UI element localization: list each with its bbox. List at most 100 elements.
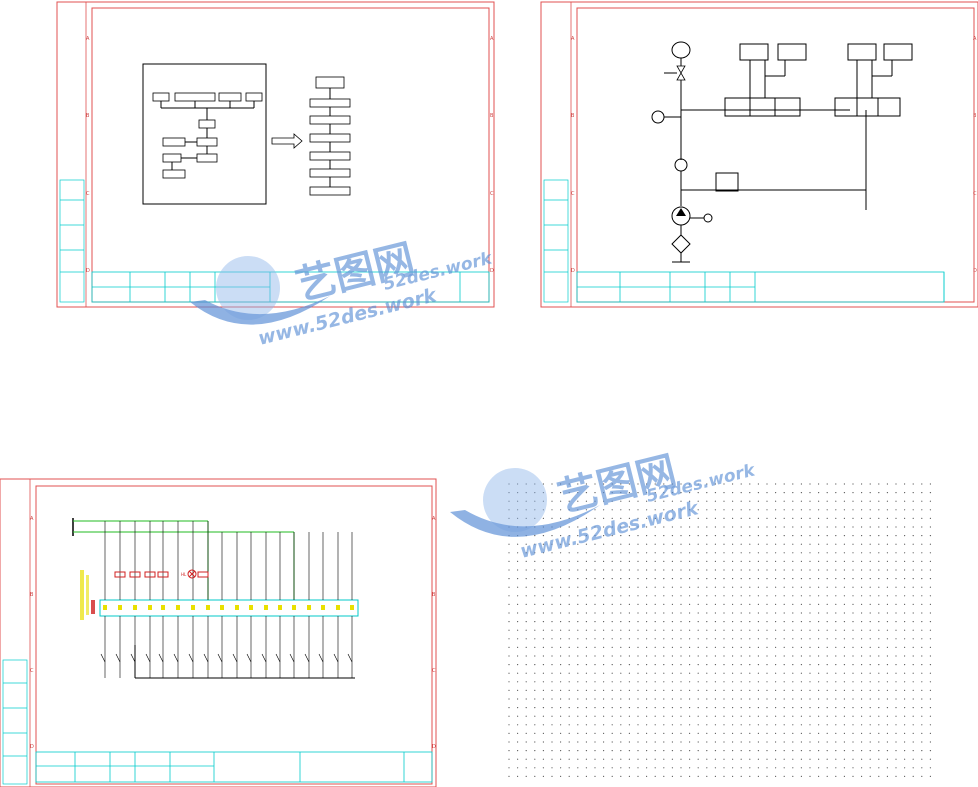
grid-dot	[757, 638, 760, 640]
grid-dot	[775, 603, 777, 606]
grid-dot	[732, 578, 734, 580]
grid-dot	[740, 552, 742, 554]
grid-dot	[637, 707, 639, 709]
grid-dot	[740, 724, 742, 726]
grid-dot	[663, 750, 665, 752]
grid-dot	[689, 758, 691, 760]
grid-dot	[818, 612, 820, 614]
grid-dot	[654, 707, 656, 709]
grid-dot	[723, 595, 725, 597]
grid-dot	[783, 724, 785, 726]
grid-dot	[577, 724, 579, 726]
grid-letter: A	[571, 36, 575, 42]
grid-dot	[921, 775, 923, 778]
grid-dot	[525, 672, 527, 674]
grid-dot	[603, 681, 605, 683]
grid-dot	[929, 775, 932, 778]
grid-dot	[671, 500, 674, 502]
grid-dot	[766, 672, 768, 674]
grid-dot	[534, 629, 536, 631]
grid-dot	[904, 509, 906, 511]
grid-dot	[878, 775, 880, 778]
grid-dot	[542, 775, 545, 778]
grid-dot	[611, 526, 613, 528]
grid-dot	[783, 715, 785, 717]
grid-dot	[783, 500, 785, 502]
grid-dot	[585, 552, 588, 554]
grid-dot	[585, 689, 588, 692]
grid-dot	[714, 758, 717, 760]
grid-dot	[861, 526, 863, 528]
grid-dot	[663, 578, 665, 580]
grid-dot	[775, 655, 777, 657]
grid-dot	[852, 612, 854, 614]
grid-dot	[611, 578, 613, 580]
grid-dot	[904, 707, 906, 709]
grid-dot	[886, 578, 889, 580]
grid-dot	[800, 724, 803, 726]
grid-dot	[852, 595, 854, 597]
grid-dot	[809, 638, 811, 640]
grid-dot	[835, 672, 837, 674]
grid-dot	[878, 509, 880, 511]
grid-dot	[706, 646, 708, 649]
grid-dot	[912, 664, 914, 666]
grid-dot	[628, 621, 631, 623]
grid-dot	[783, 689, 785, 692]
grid-dot	[508, 707, 510, 709]
grid-dot	[783, 732, 785, 735]
grid-dot	[603, 707, 605, 709]
grid-dot	[508, 664, 510, 666]
grid-dot	[809, 595, 811, 597]
grid-dot	[551, 758, 553, 760]
grid-dot	[620, 672, 622, 674]
grid-dot	[542, 535, 545, 537]
grid-dot	[895, 517, 897, 520]
grid-dot	[843, 517, 846, 520]
grid-dot	[895, 767, 897, 769]
grid-dot	[577, 767, 579, 769]
grid-dot	[809, 552, 811, 554]
grid-dot	[568, 569, 570, 571]
grid-dot	[766, 517, 768, 520]
grid-dot	[568, 560, 570, 563]
grid-dot	[551, 492, 553, 494]
grid-dot	[732, 646, 734, 649]
grid-dot	[585, 629, 588, 631]
grid-dot	[757, 578, 760, 580]
grid-dot	[886, 715, 889, 717]
grid-dot	[680, 535, 682, 537]
grid-dot	[895, 689, 897, 692]
watermark-top: 艺图网 52des.work www.52des.work	[190, 236, 496, 350]
grid-dot	[740, 775, 742, 778]
grid-dot	[594, 603, 596, 606]
grid-dot	[869, 569, 871, 571]
grid-dot	[800, 560, 803, 563]
grid-dot	[568, 509, 570, 511]
grid-dot	[757, 655, 760, 657]
grid-dot	[585, 586, 588, 588]
grid-dot	[904, 603, 906, 606]
grid-dot	[603, 500, 605, 502]
power-rails	[72, 518, 295, 600]
grid-dot	[560, 638, 562, 640]
grid-dot	[611, 681, 613, 683]
grid-dot	[508, 586, 510, 588]
grid-dot	[886, 629, 889, 631]
grid-dot	[895, 509, 897, 511]
grid-dot	[869, 715, 871, 717]
grid-dot	[525, 767, 527, 769]
grid-dot	[671, 741, 674, 743]
grid-dot	[800, 612, 803, 614]
grid-dot	[611, 767, 613, 769]
grid-dot	[714, 517, 717, 520]
grid-dot	[895, 560, 897, 563]
grid-dot	[835, 560, 837, 563]
grid-letter: D	[30, 744, 34, 750]
grid-dot	[861, 517, 863, 520]
grid-dot	[766, 689, 768, 692]
grid-dot	[904, 750, 906, 752]
grid-dot	[560, 689, 562, 692]
grid-dot	[869, 586, 871, 588]
grid-dot	[689, 741, 691, 743]
